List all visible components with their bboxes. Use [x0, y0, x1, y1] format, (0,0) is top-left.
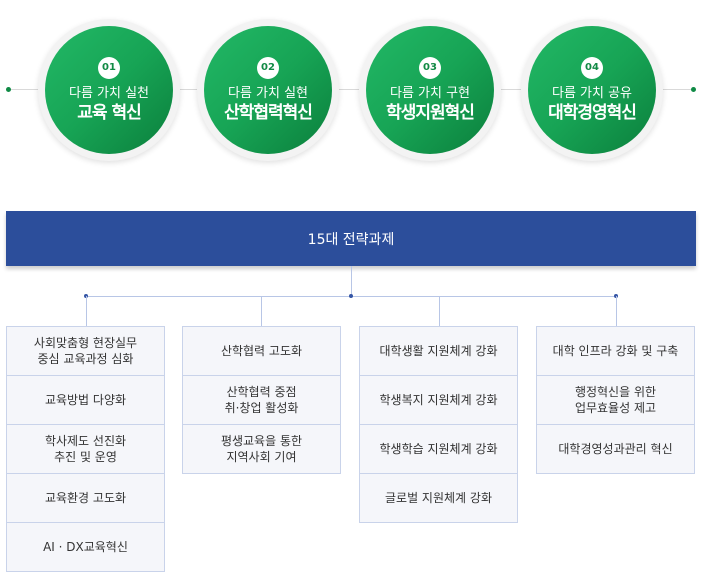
strategy-task: 산학협력 중점 취·창업 활성화 — [183, 375, 340, 424]
strategy-task: 대학경영성과관리 혁신 — [537, 424, 694, 473]
value-circle-03: 03 다름 가치 구현 학생지원혁신 — [359, 19, 501, 161]
value-number: 01 — [98, 56, 120, 79]
connector — [616, 296, 617, 326]
strategy-task: 학생학습 지원체계 강화 — [360, 424, 517, 473]
connector — [439, 296, 440, 326]
strategy-task: 행정혁신을 위한 업무효율성 제고 — [537, 375, 694, 424]
strategy-banner: 15대 전략과제 — [6, 211, 696, 266]
connector — [261, 296, 262, 326]
value-subtitle: 다름 가치 실현 — [227, 85, 309, 101]
value-title: 교육 혁신 — [77, 102, 141, 123]
value-circle-inner: 02 다름 가치 실현 산학협력혁신 — [204, 26, 332, 154]
connector — [351, 266, 352, 296]
strategy-task: 학사제도 선진화 추진 및 운영 — [7, 424, 164, 473]
value-number: 03 — [419, 56, 441, 79]
strategy-task: 학생복지 지원체계 강화 — [360, 375, 517, 424]
strategy-task: 산학협력 고도화 — [220, 344, 303, 358]
strategy-task: 교육환경 고도화 — [7, 473, 164, 522]
strategy-task: AI · DX교육혁신 — [7, 522, 164, 571]
value-circle-inner: 01 다름 가치 실천 교육 혁신 — [45, 26, 173, 154]
value-title: 대학경영혁신 — [548, 102, 637, 123]
value-circle-02: 02 다름 가치 실현 산학협력혁신 — [197, 19, 339, 161]
value-number: 02 — [257, 56, 279, 79]
connector-dot — [349, 294, 353, 298]
strategy-task: 교육방법 다양화 — [7, 375, 164, 424]
value-circle-04: 04 다름 가치 공유 대학경영혁신 — [521, 19, 663, 161]
value-subtitle: 다름 가치 실천 — [68, 85, 150, 101]
banner-title: 15대 전략과제 — [307, 231, 395, 248]
value-circle-01: 01 다름 가치 실천 교육 혁신 — [38, 19, 180, 161]
strategy-task: 대학 인프라 강화 및 구축 — [552, 344, 679, 358]
value-circle-inner: 03 다름 가치 구현 학생지원혁신 — [366, 26, 494, 154]
value-title: 산학협력혁신 — [224, 102, 313, 123]
connector — [86, 296, 87, 326]
strategy-task: 평생교육을 통한 지역사회 기여 — [183, 424, 340, 473]
strategy-task: 사회맞춤형 현장실무 중심 교육과정 심화 — [33, 336, 138, 366]
strategy-task: 대학생활 지원체계 강화 — [379, 344, 498, 358]
timeline-dot-left — [6, 87, 11, 92]
timeline-dot-right — [691, 87, 696, 92]
strategy-task: 글로벌 지원체계 강화 — [360, 473, 517, 522]
value-circle-inner: 04 다름 가치 공유 대학경영혁신 — [528, 26, 656, 154]
value-subtitle: 다름 가치 공유 — [551, 85, 633, 101]
value-title: 학생지원혁신 — [386, 102, 475, 123]
timeline-line — [8, 89, 694, 90]
value-subtitle: 다름 가치 구현 — [389, 85, 471, 101]
value-number: 04 — [581, 56, 603, 79]
